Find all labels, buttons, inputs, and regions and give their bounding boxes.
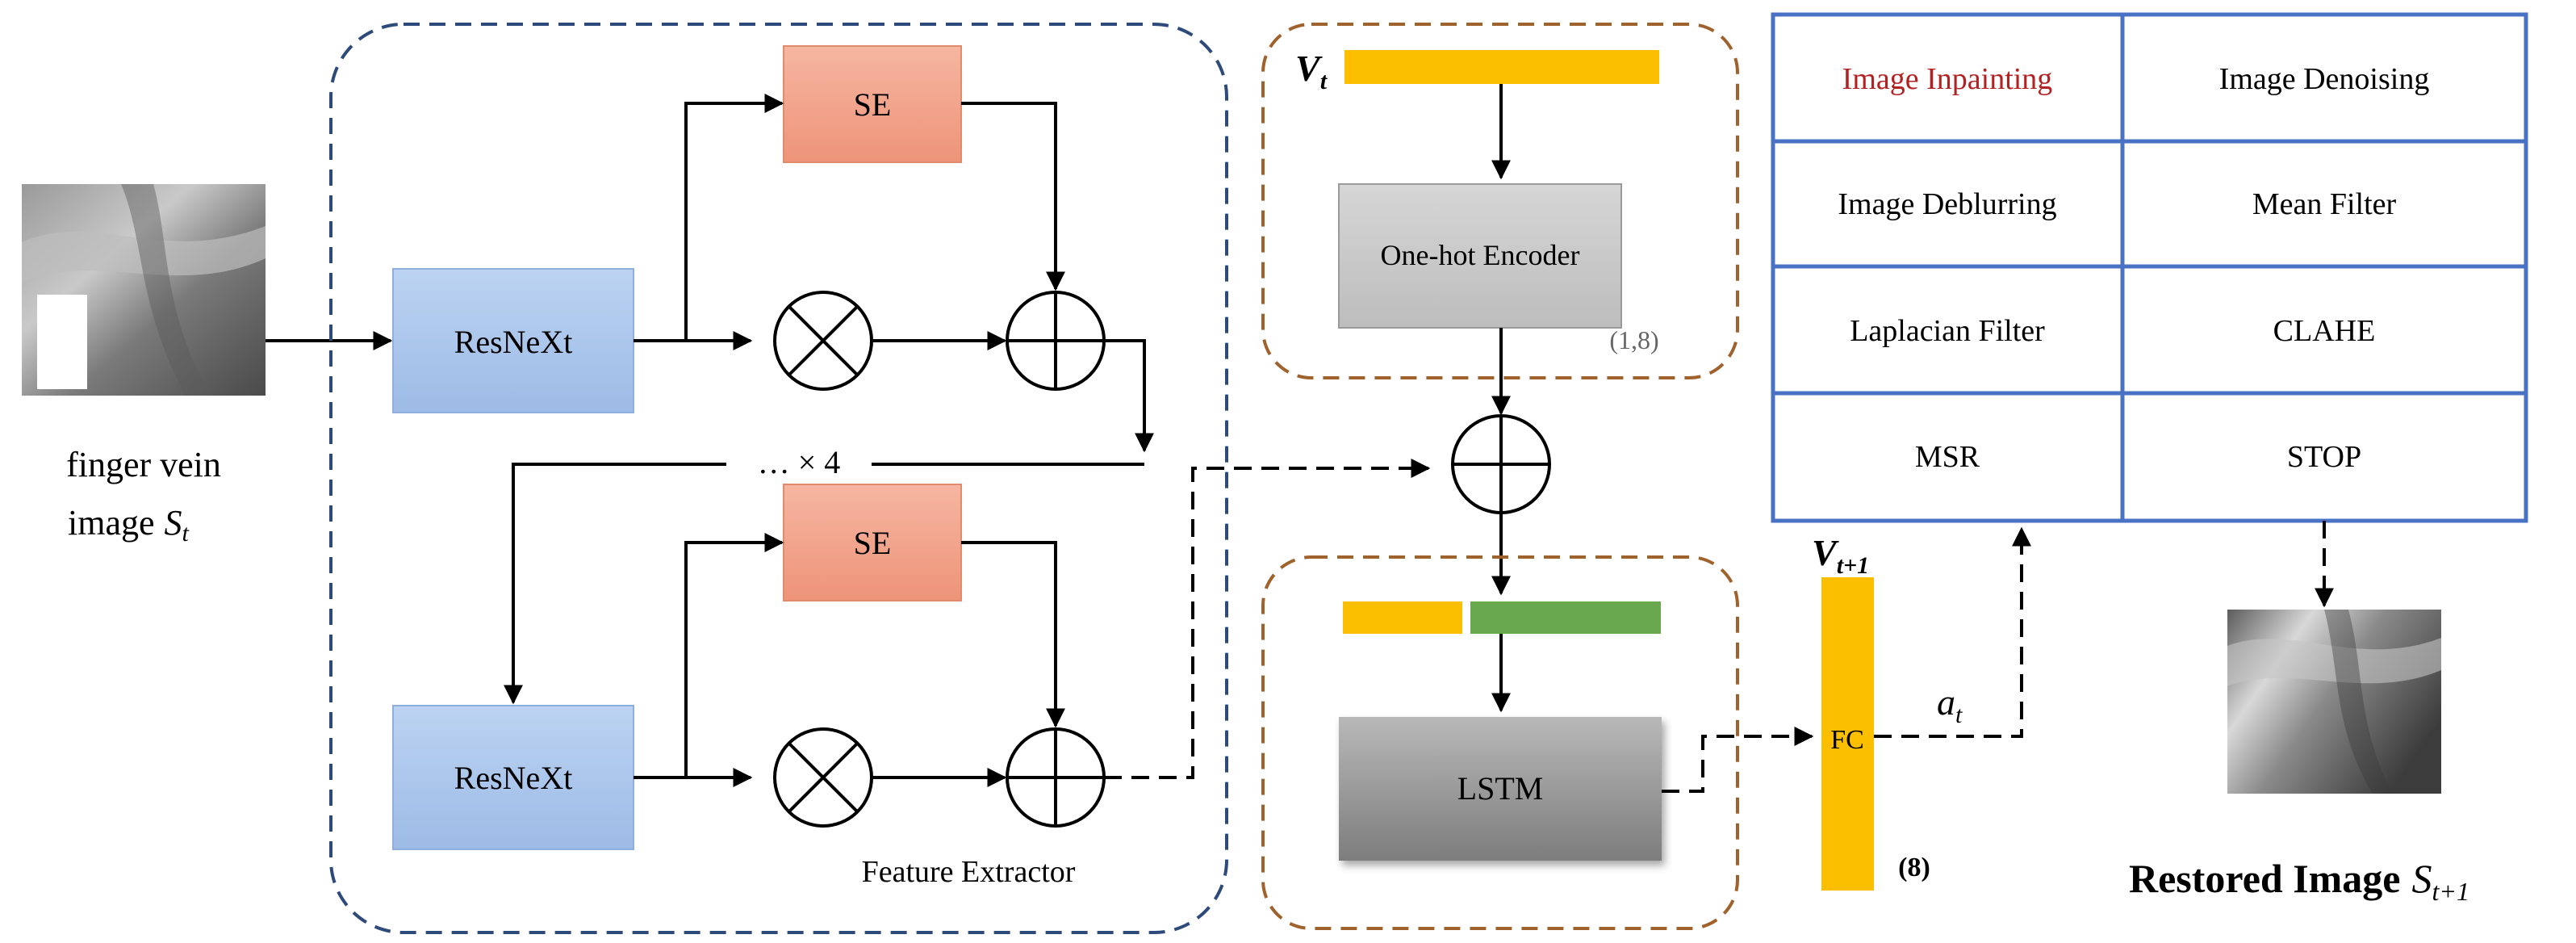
- concat-state-segment: [1343, 601, 1462, 634]
- action-cell-laplacian-filter: Laplacian Filter: [1850, 314, 2045, 348]
- restored-image: [2227, 610, 2441, 794]
- dashed-arrow-fc-to-actions: [1874, 526, 2031, 738]
- se-block-2: [783, 484, 962, 601]
- state-vt1-label: Vt+1: [1812, 532, 1869, 579]
- fc-layer: [1821, 577, 1874, 891]
- fc-label: FC: [1830, 725, 1864, 755]
- action-cell-mean-filter: Mean Filter: [2252, 187, 2397, 221]
- action-cell-stop: STOP: [2287, 440, 2361, 474]
- lstm-box: [1339, 717, 1662, 861]
- action-cell-image-denoising: Image Denoising: [2219, 62, 2430, 96]
- lstm-module-border: [1261, 555, 1739, 930]
- arrow-se2-to-add2: [961, 541, 1065, 728]
- arrow-add1-down: [1104, 339, 1154, 453]
- multiply-node-1: [773, 291, 873, 391]
- encoder-module-border: [1261, 23, 1739, 379]
- resnext-block-2-label: ResNeXt: [454, 760, 573, 796]
- resnext-block-1: [392, 268, 634, 413]
- input-caption-line1: finger vein: [66, 445, 221, 484]
- repeat-label: … × 4: [758, 444, 841, 480]
- action-at-label: at: [1937, 681, 1963, 728]
- one-hot-encoder-label: One-hot Encoder: [1381, 239, 1580, 271]
- action-table: [1771, 12, 2528, 523]
- encoder-dims: (1,8): [1609, 325, 1658, 354]
- add-node-2: [1006, 727, 1106, 828]
- state-vector-vt: [1344, 50, 1659, 84]
- lstm-label: LSTM: [1457, 770, 1544, 807]
- one-hot-encoder-box: [1338, 183, 1622, 329]
- arrow-resnext2-to-se2: [684, 533, 784, 777]
- arrow-resnext1-to-se1: [684, 94, 784, 341]
- input-finger-vein-image: [22, 184, 266, 396]
- fc-dims: (8): [1898, 853, 1930, 882]
- state-vt-label: Vt: [1295, 48, 1328, 94]
- fusion-add-node: [1451, 414, 1551, 514]
- dashed-arrow-lstm-to-fc: [1662, 727, 1814, 793]
- resnext-block-2: [392, 705, 634, 850]
- resnext-block-1-label: ResNeXt: [454, 324, 573, 360]
- se-block-2-label: SE: [854, 525, 892, 561]
- feature-extractor-border: [329, 23, 1228, 934]
- feature-extractor-label: Feature Extractor: [862, 855, 1076, 889]
- action-cell-msr: MSR: [1915, 440, 1980, 474]
- arrow-se1-to-add1: [961, 102, 1065, 291]
- concat-feature-segment: [1470, 601, 1661, 634]
- dashed-arrow-features-to-fusion: [1104, 459, 1431, 779]
- se-block-1-label: SE: [854, 86, 892, 123]
- action-cell-image-inpainting: Image Inpainting: [1842, 62, 2053, 96]
- action-cell-clahe: CLAHE: [2273, 314, 2376, 348]
- arrow-loop-to-resnext2: [504, 463, 726, 705]
- inpainting-mask: [37, 295, 87, 389]
- action-cell-image-deblurring: Image Deblurring: [1838, 187, 2056, 221]
- add-node-1: [1006, 291, 1106, 391]
- multiply-node-2: [773, 727, 873, 828]
